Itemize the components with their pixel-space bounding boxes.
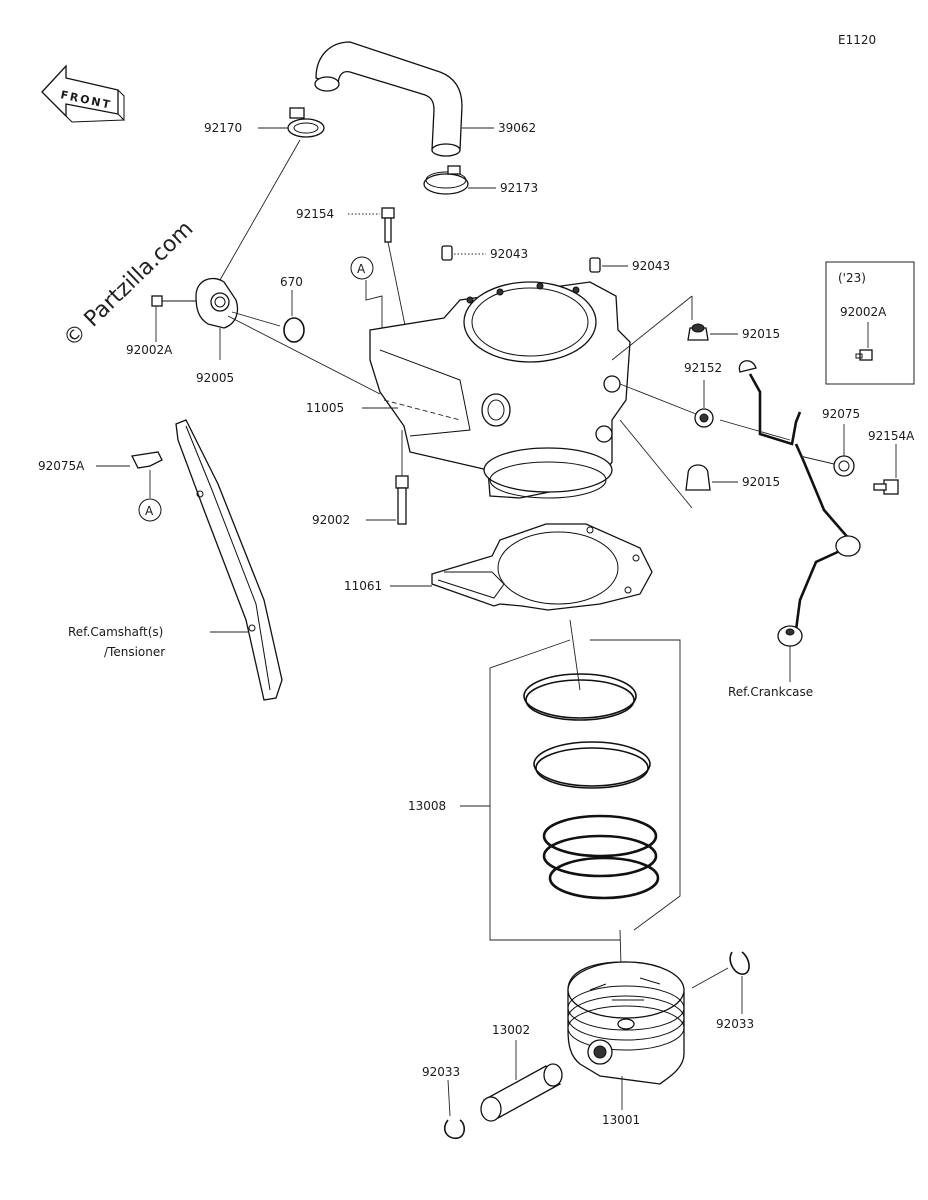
part-92033a-label: 92033 [716, 1017, 754, 1031]
part-13008-label: 13008 [408, 799, 446, 813]
bolt-92154 [381, 207, 395, 243]
clamp-92170 [287, 107, 325, 138]
ref-a-circle-bottom [138, 498, 162, 522]
part-13001-label: 13001 [602, 1113, 640, 1127]
part-92015b-label: 92015 [742, 475, 780, 489]
bolt-92002 [395, 475, 409, 525]
oil-pipe [738, 360, 861, 647]
part-92043b-label: 92043 [632, 259, 670, 273]
ref-a-bottom-label: A [145, 504, 154, 518]
washer-92152 [694, 408, 714, 428]
part-13002-label: 13002 [492, 1023, 530, 1037]
nut-92015-top [687, 323, 709, 341]
gasket-11061 [431, 523, 653, 611]
piston-13001 [567, 961, 685, 1085]
ref-a-circle-top [350, 256, 374, 280]
part-11061-label: 11061 [344, 579, 382, 593]
watermark: © Partzilla.com [59, 216, 198, 352]
part-92170-label: 92170 [204, 121, 242, 135]
part-92033b-label: 92033 [422, 1065, 460, 1079]
piston-pin-13002 [480, 1063, 563, 1122]
nut-92015-bottom [685, 464, 711, 491]
dowel-92043-right [589, 257, 601, 273]
circlip-92033-left [443, 1119, 466, 1140]
piston-ring-top [523, 673, 637, 719]
bolt-92002A [151, 295, 196, 307]
part-92015a-label: 92015 [742, 327, 780, 341]
oil-ring-lower [548, 856, 660, 900]
part-92075A-label: 92075A [38, 459, 85, 473]
part-92152-label: 92152 [684, 361, 722, 375]
ring-group-bracket [489, 639, 620, 941]
part-92002-label: 92002 [312, 513, 350, 527]
part-92154A-label: 92154A [868, 429, 915, 443]
hose-39062 [314, 41, 463, 157]
front-arrow-icon: FRONT [41, 64, 125, 123]
block-92075A [131, 451, 163, 469]
ref-crankcase-label: Ref.Crankcase [728, 685, 813, 699]
part-39062-label: 39062 [498, 121, 536, 135]
oring-670 [283, 317, 305, 343]
circlip-92033-right [729, 951, 750, 975]
chain-guide [175, 419, 283, 701]
fitting-92005 [195, 277, 239, 329]
part-92043a-label: 92043 [490, 247, 528, 261]
cylinder-11005 [369, 281, 631, 499]
part-670-label: 670 [280, 275, 303, 289]
diagram-code: E1120 [838, 33, 876, 47]
part-92002A-box-label: 92002A [840, 305, 887, 319]
year-box-label: ('23) [838, 271, 866, 285]
oil-ring-upper [542, 814, 658, 858]
oil-ring-expander [542, 834, 658, 878]
bolt-92154A [873, 479, 899, 495]
ref-camshaft-label-line2: /Tensioner [104, 645, 165, 659]
part-92005-label: 92005 [196, 371, 234, 385]
ref-a-top-label: A [357, 262, 366, 276]
year-variant-box: ('23) 92002A [825, 261, 915, 385]
ref-camshaft-label-line1: Ref.Camshaft(s) [68, 625, 163, 639]
part-92002A-label: 92002A [126, 343, 173, 357]
part-92154-label: 92154 [296, 207, 334, 221]
part-92075-label: 92075 [822, 407, 860, 421]
washer-92075 [833, 455, 855, 477]
dowel-92043-left [441, 245, 453, 261]
clamp-92173 [423, 165, 469, 195]
part-92173-label: 92173 [500, 181, 538, 195]
part-11005-label: 11005 [306, 401, 344, 415]
piston-ring-second [533, 741, 651, 787]
